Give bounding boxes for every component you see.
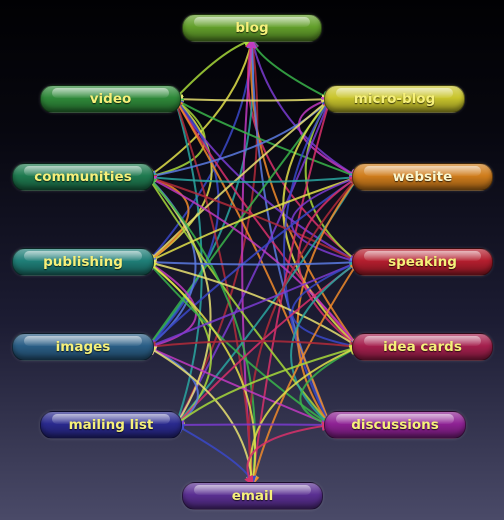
node-label: discussions (351, 417, 439, 433)
node-label: images (55, 339, 111, 355)
node-video[interactable]: video (40, 85, 181, 113)
connection-discussions-email (244, 421, 332, 486)
node-blog[interactable]: blog (182, 14, 322, 42)
connection-blog-video (173, 37, 254, 101)
node-speaking[interactable]: speaking (352, 248, 493, 276)
connection-images-idea-cards (146, 340, 360, 352)
connection-communities-website (146, 172, 360, 183)
node-label: idea cards (383, 339, 462, 355)
node-label: video (89, 91, 132, 107)
connection-video-mailing-list (172, 97, 203, 427)
node-label: publishing (43, 254, 123, 270)
node-mailing-list[interactable]: mailing list (40, 411, 182, 439)
node-discussions[interactable]: discussions (324, 411, 466, 439)
node-label: micro-blog (353, 91, 436, 107)
node-label: website (392, 169, 453, 185)
node-communities[interactable]: communities (12, 163, 154, 191)
connection-mailing-list-email (174, 424, 257, 486)
node-label: email (231, 488, 274, 504)
node-label: communities (34, 169, 132, 185)
node-website[interactable]: website (352, 163, 493, 191)
connection-blog-micro-blog (249, 38, 332, 100)
node-images[interactable]: images (12, 333, 154, 361)
node-idea-cards[interactable]: idea cards (352, 333, 493, 361)
node-label: blog (235, 20, 269, 36)
connection-mailing-list-discussions (174, 419, 332, 430)
connection-publishing-speaking (146, 257, 360, 268)
node-email[interactable]: email (182, 482, 323, 510)
node-publishing[interactable]: publishing (12, 248, 154, 276)
node-label: mailing list (68, 417, 154, 433)
node-micro-blog[interactable]: micro-blog (324, 85, 465, 113)
node-label: speaking (388, 254, 457, 270)
